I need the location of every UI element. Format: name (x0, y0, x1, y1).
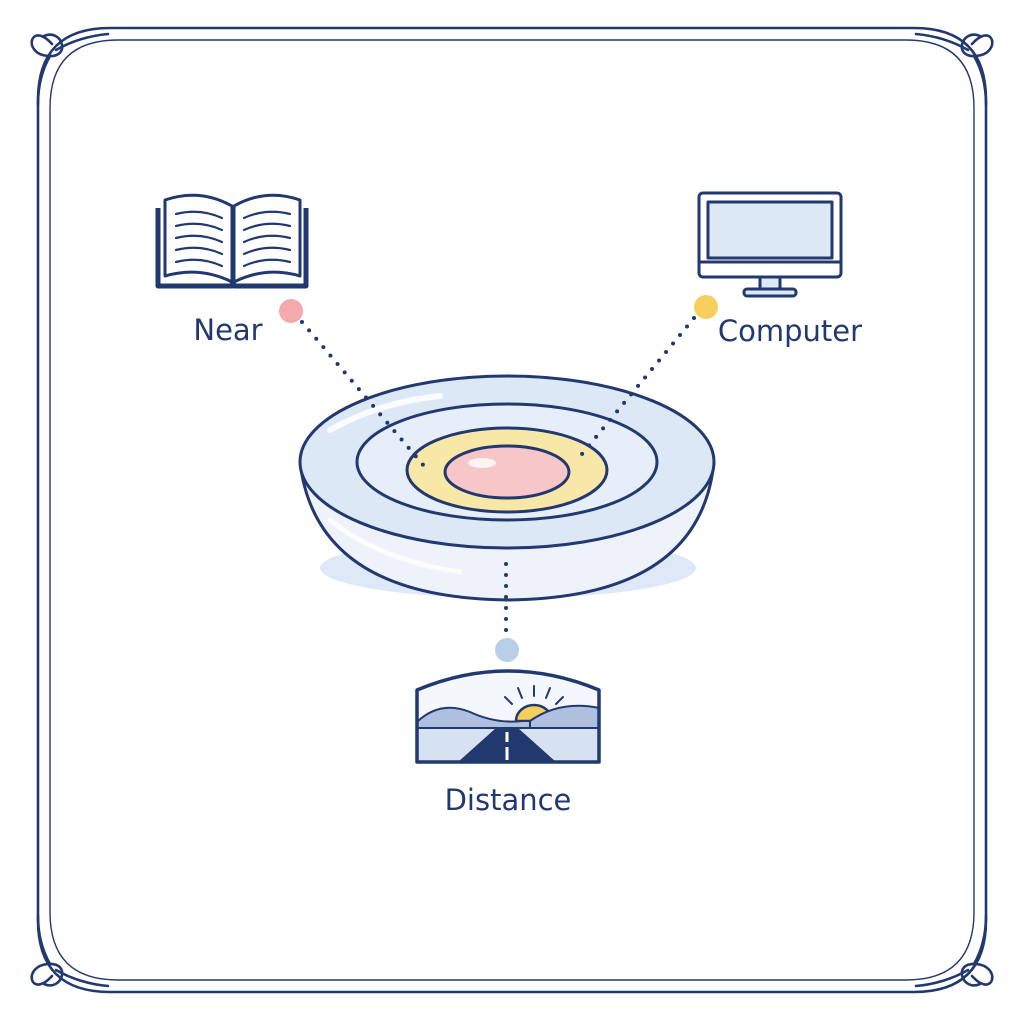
corner-ornament-icon (30, 914, 110, 988)
near-label: Near (193, 313, 262, 347)
corner-ornament-icon (914, 32, 994, 106)
corner-ornament-icon (30, 32, 110, 106)
distance-zone-dot (495, 638, 519, 662)
connector-lines (300, 316, 696, 640)
road-landscape-icon (415, 669, 601, 764)
decorative-frame (36, 26, 988, 994)
near-zone-dot (279, 299, 303, 323)
computer-label: Computer (718, 314, 862, 348)
multifocal-contact-lens-icon (298, 374, 716, 602)
corner-ornament-icon (914, 914, 994, 988)
open-book-icon (155, 193, 309, 289)
monitor-icon (697, 191, 843, 298)
computer-zone-dot (694, 295, 718, 319)
distance-label: Distance (445, 783, 572, 817)
